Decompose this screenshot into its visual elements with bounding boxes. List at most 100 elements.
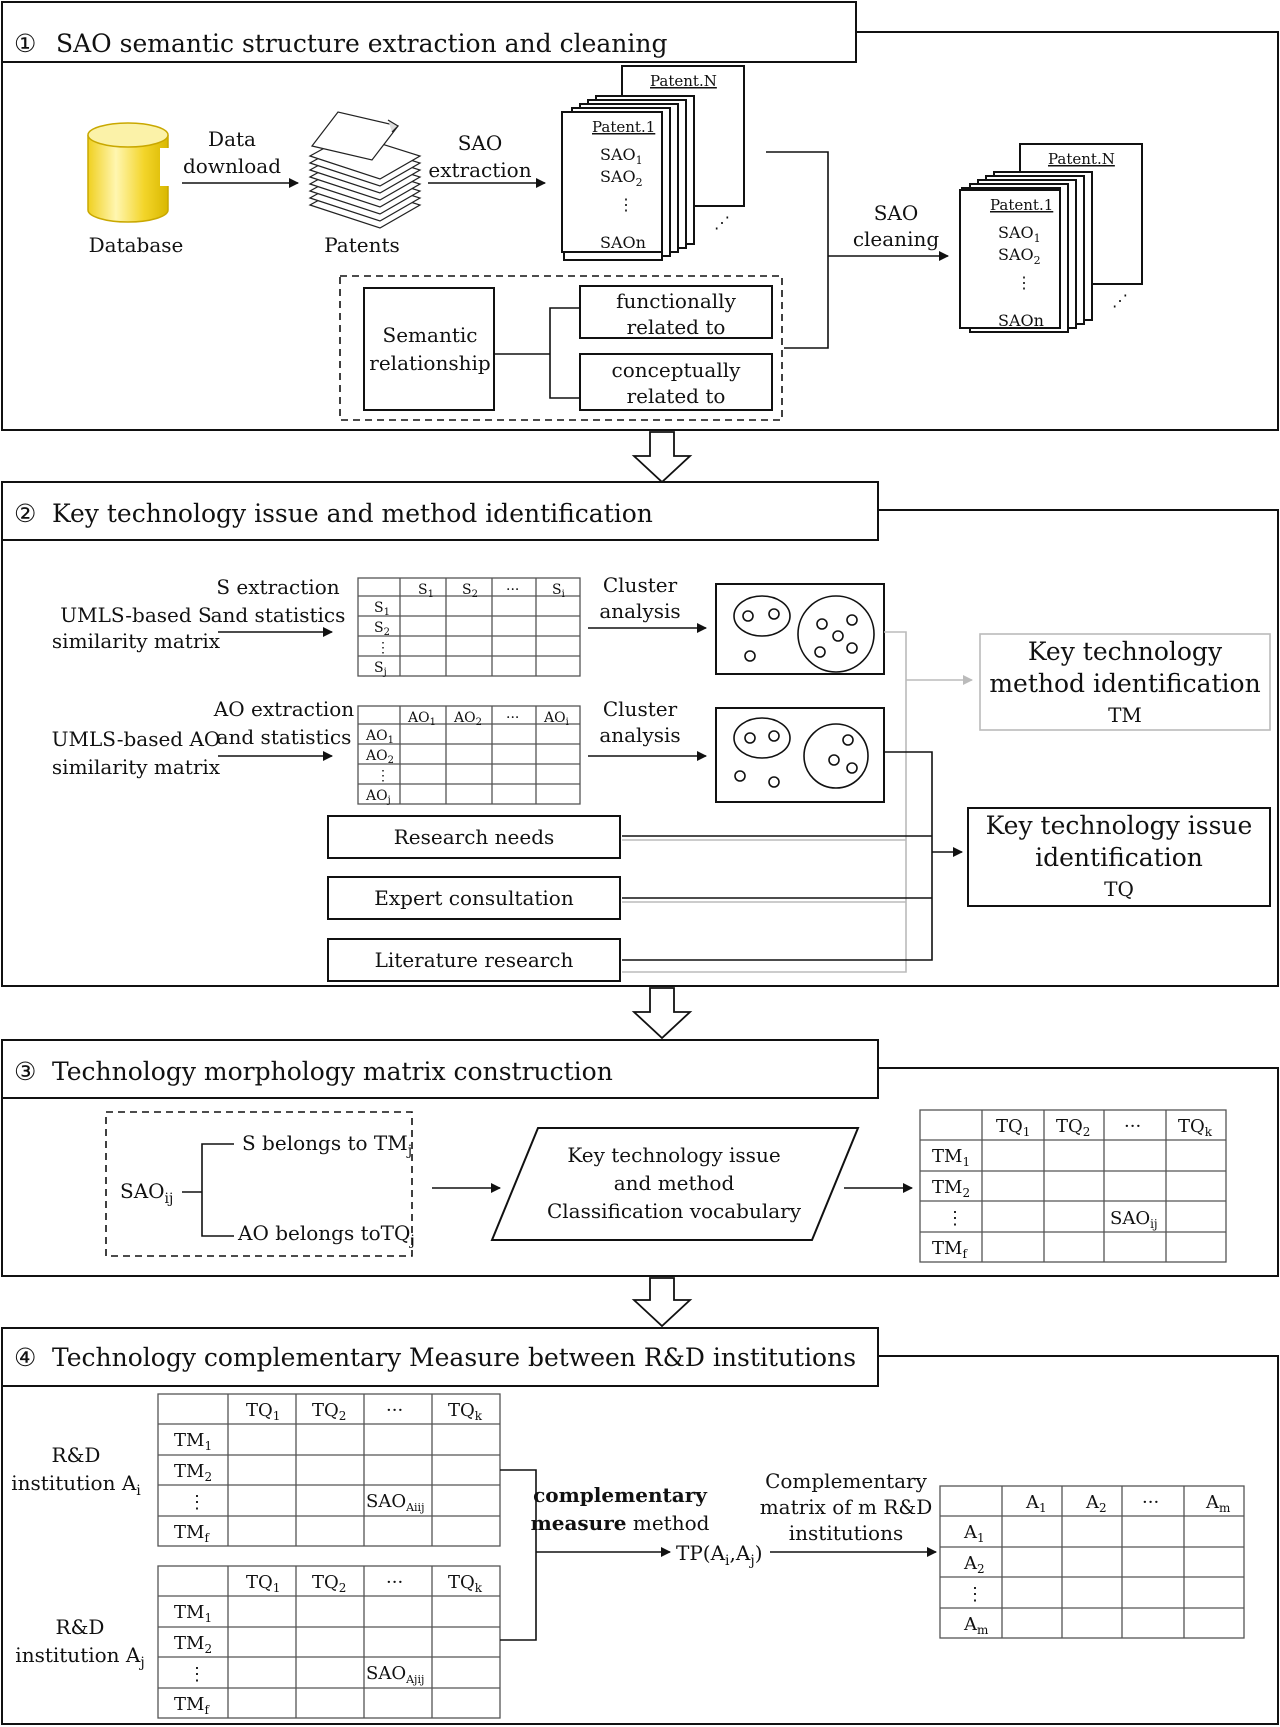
ao-extraction-line2: and statistics <box>217 725 352 749</box>
aj-cell-sao: SAOAjij <box>366 1663 424 1686</box>
vocab-line3: Classification vocabulary <box>547 1199 802 1223</box>
complementary-line1: complementary <box>533 1483 708 1507</box>
expert-consultation-box <box>327 876 621 920</box>
morph-col-2: TQ2 <box>1056 1116 1090 1139</box>
sao-cleaning-line1: SAO <box>874 201 919 225</box>
database-icon <box>87 122 174 223</box>
aj-row-2: TM2 <box>174 1633 212 1656</box>
sao-belongs-group <box>105 1111 413 1257</box>
sao-extraction-line1: SAO <box>458 131 503 155</box>
section-1-title: SAO semantic structure extraction and cl… <box>56 29 668 58</box>
aj-col-1: TQ1 <box>246 1572 280 1595</box>
aj-col-dots: ··· <box>386 1572 403 1593</box>
ao-col-1: AO1 <box>407 710 436 728</box>
down-arrow-3 <box>631 1277 693 1328</box>
aj-col-k: TQk <box>448 1572 483 1595</box>
morph-row-f: TMf <box>932 1238 968 1261</box>
semantic-line2: relationship <box>369 351 490 375</box>
aj-row-1: TM1 <box>174 1602 212 1625</box>
tq-line2: identification <box>1035 843 1203 872</box>
patent-1-card <box>561 111 663 253</box>
tm-line2: method identification <box>989 669 1260 698</box>
connector-institutions <box>500 1469 537 1641</box>
vocab-line2: and method <box>614 1171 735 1195</box>
umls-ao-line1: UMLS-based AO <box>52 727 221 751</box>
down-arrow-2 <box>631 987 693 1040</box>
tm-line3: TM <box>1108 703 1142 727</box>
sao-more-dots: ⋰ <box>714 213 730 232</box>
sao-cleaning-line2: cleaning <box>853 227 940 251</box>
expert-consultation-label: Expert consultation <box>374 886 574 910</box>
inst-ai-matrix <box>157 1393 501 1547</box>
functionally-line2: related to <box>627 315 726 339</box>
semantic-relationship-box <box>363 287 495 411</box>
sao-dots-clean: ⋮ <box>1016 273 1032 292</box>
ai-row-1: TM1 <box>174 1430 212 1453</box>
down-arrow-1 <box>631 431 693 484</box>
morph-row-dots: ⋮ <box>946 1208 964 1229</box>
cm-row-dots: ⋮ <box>966 1584 984 1605</box>
section-3: ③ Technology morphology matrix construct… <box>1 1039 1279 1277</box>
ai-col-1: TQ1 <box>246 1400 280 1423</box>
section-2-header <box>1 481 879 541</box>
s-extraction-line2: and statistics <box>211 603 346 627</box>
comp-matrix-line1: Complementary <box>765 1469 928 1493</box>
sao-extraction-line2: extraction <box>428 158 531 182</box>
ai-col-k: TQk <box>448 1400 483 1423</box>
inst-aj-line2: institution Aj <box>15 1643 144 1671</box>
sao-2-clean: SAO2 <box>998 245 1041 267</box>
ai-col-dots: ··· <box>386 1400 403 1421</box>
ao-row-dots: ⋮ <box>376 768 390 784</box>
ai-row-2: TM2 <box>174 1461 212 1484</box>
sao-1: SAO1 <box>600 145 643 167</box>
umls-s-line2: similarity matrix <box>52 629 221 653</box>
comp-matrix-line3: institutions <box>789 1521 904 1545</box>
database-label: Database <box>89 233 184 257</box>
section-3-num: ③ <box>14 1057 36 1086</box>
functionally-box <box>579 285 773 339</box>
ai-cell-sao: SAOAiij <box>366 1491 424 1514</box>
functionally-line1: functionally <box>616 289 736 313</box>
data-download-line1: Data <box>208 127 256 151</box>
connector-cleaning <box>766 151 829 349</box>
sao-2: SAO2 <box>600 167 643 189</box>
inst-aj-matrix <box>157 1565 501 1719</box>
black-connector <box>622 751 933 961</box>
ai-col-2: TQ2 <box>312 1400 346 1423</box>
s-row-dots: ⋮ <box>376 640 390 656</box>
s-row-j: Sj <box>374 660 387 678</box>
morph-col-k: TQk <box>1178 1116 1213 1139</box>
patent-1-label-2: Patent.1 <box>990 196 1053 214</box>
semantic-line1: Semantic <box>383 323 478 347</box>
cluster1-line2: analysis <box>599 599 680 623</box>
cluster1-line1: Cluster <box>603 573 678 597</box>
section-2-title: Key technology issue and method identifi… <box>52 499 653 528</box>
section-4: ④ Technology complementary Measure betwe… <box>1 1327 1279 1725</box>
ai-row-dots: ⋮ <box>188 1492 206 1513</box>
ao-row-1: AO1 <box>365 728 394 746</box>
literature-research-box <box>327 938 621 982</box>
tq-box <box>967 807 1271 907</box>
ao-row-2: AO2 <box>365 748 394 766</box>
aj-row-f: TMf <box>174 1694 210 1717</box>
section-4-title: Technology complementary Measure between… <box>52 1343 856 1372</box>
aj-col-2: TQ2 <box>312 1572 346 1595</box>
patents-label: Patents <box>324 233 400 257</box>
comp-matrix-line2: matrix of m R&D <box>760 1495 933 1519</box>
patent-n-label: Patent.N <box>650 72 717 90</box>
morph-cell-sao: SAOij <box>1110 1208 1158 1231</box>
sao-dots: ⋮ <box>618 195 634 214</box>
semantic-group <box>339 275 783 421</box>
tq-line1: Key technology issue <box>986 811 1253 840</box>
section-1-num: ① <box>14 29 36 58</box>
morph-col-dots: ··· <box>1124 1116 1141 1137</box>
cluster2-line2: analysis <box>599 723 680 747</box>
patent-1-label: Patent.1 <box>592 118 655 136</box>
tq-line3: TQ <box>1104 877 1134 901</box>
section-3-header <box>1 1039 879 1099</box>
cm-col-dots: ··· <box>1142 1492 1159 1513</box>
section-4-header <box>1 1327 879 1387</box>
section-2: ② Key technology issue and method identi… <box>1 481 1279 987</box>
patent-stack-1: Patent.N Patent.1 SAO1 SAO2 ⋮ SAOn ⋰ <box>561 65 745 261</box>
